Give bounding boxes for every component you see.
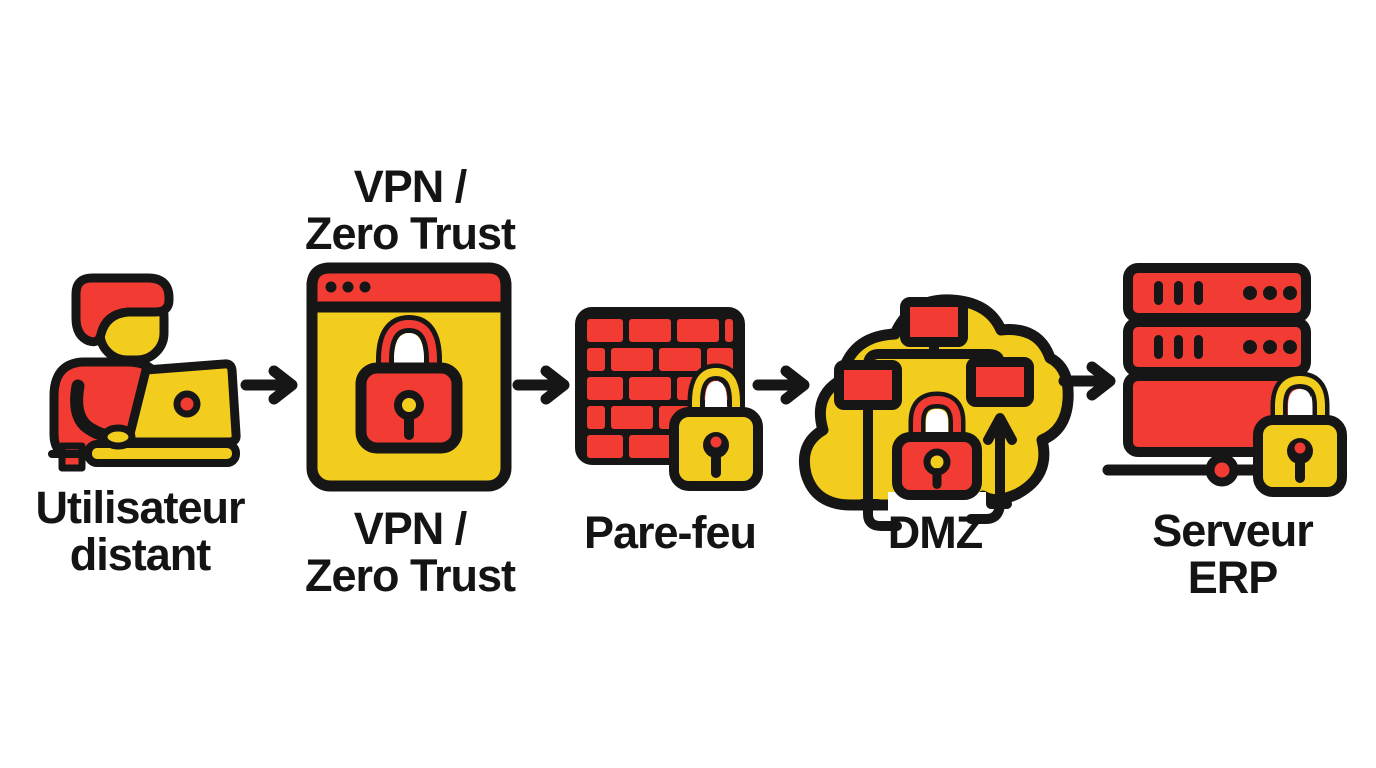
- flow-arrow-icon: [512, 365, 570, 405]
- flow-arrow-icon: [752, 365, 810, 405]
- flow-arrow-icon: [240, 365, 298, 405]
- firewall-brick-lock-icon: [575, 307, 763, 491]
- node-label-pare-feu: Pare-feu: [583, 507, 757, 558]
- cloud-network-lock-icon: [798, 294, 1074, 531]
- node-label-utilisateur-distant: Utilisateur distant: [35, 482, 245, 580]
- node-label-vpn-zero-trust: VPN / Zero Trust: [304, 503, 516, 601]
- node-label-dmz: DMZ: [887, 507, 983, 558]
- browser-lock-icon: [306, 262, 512, 492]
- node-title-vpn-zero-trust: VPN / Zero Trust: [304, 161, 516, 259]
- server-stack-lock-icon: [1102, 263, 1347, 497]
- flow-arrow-icon: [1058, 361, 1116, 401]
- node-label-serveur-erp: Serveur ERP: [1152, 505, 1314, 603]
- person-laptop-icon: [48, 273, 241, 472]
